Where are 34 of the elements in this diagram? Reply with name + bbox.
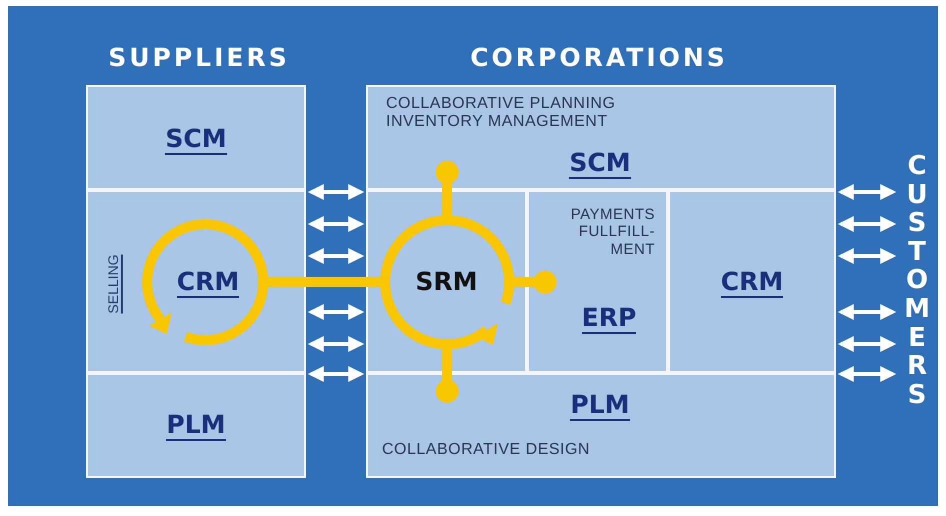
double-arrow: [308, 304, 364, 320]
module-cell: [527, 190, 668, 373]
double-arrow: [308, 366, 364, 382]
double-arrow: [308, 184, 364, 200]
double-arrow: [838, 304, 896, 320]
double-arrow: [838, 336, 896, 352]
double-arrow: [308, 336, 364, 352]
module-label: SCM: [165, 124, 227, 155]
module-label: SCM: [569, 148, 631, 179]
vertical-heading: CUSTOMERS: [903, 152, 931, 410]
module-label: CRM: [176, 267, 240, 298]
double-arrow: [308, 248, 364, 264]
module-label: CRM: [720, 267, 784, 298]
module-cell: [86, 373, 306, 478]
double-arrow: [308, 216, 364, 232]
module-label: PLM: [570, 390, 630, 421]
module-cell: [366, 373, 836, 478]
module-label: ERP: [582, 303, 636, 334]
module-cell: [366, 85, 836, 190]
module-cell: [86, 190, 306, 373]
module-cell: [668, 190, 836, 373]
double-arrow: [838, 216, 896, 232]
side-label: SELLING: [104, 254, 124, 314]
description-text: COLLABORATIVE PLANNING INVENTORY MANAGEMENT: [386, 95, 616, 132]
double-arrow: [838, 248, 896, 264]
module-label: SRM: [415, 267, 478, 296]
description-text: COLLABORATIVE DESIGN: [382, 441, 591, 460]
description-text: PAYMENTS FULLFILL- MENT: [570, 206, 655, 258]
section-heading: SUPPLIERS: [107, 44, 291, 73]
double-arrow: [838, 366, 896, 382]
module-label: PLM: [166, 410, 226, 441]
section-heading: CORPORATIONS: [469, 44, 729, 73]
double-arrow: [838, 184, 896, 200]
module-cell: [86, 85, 306, 190]
